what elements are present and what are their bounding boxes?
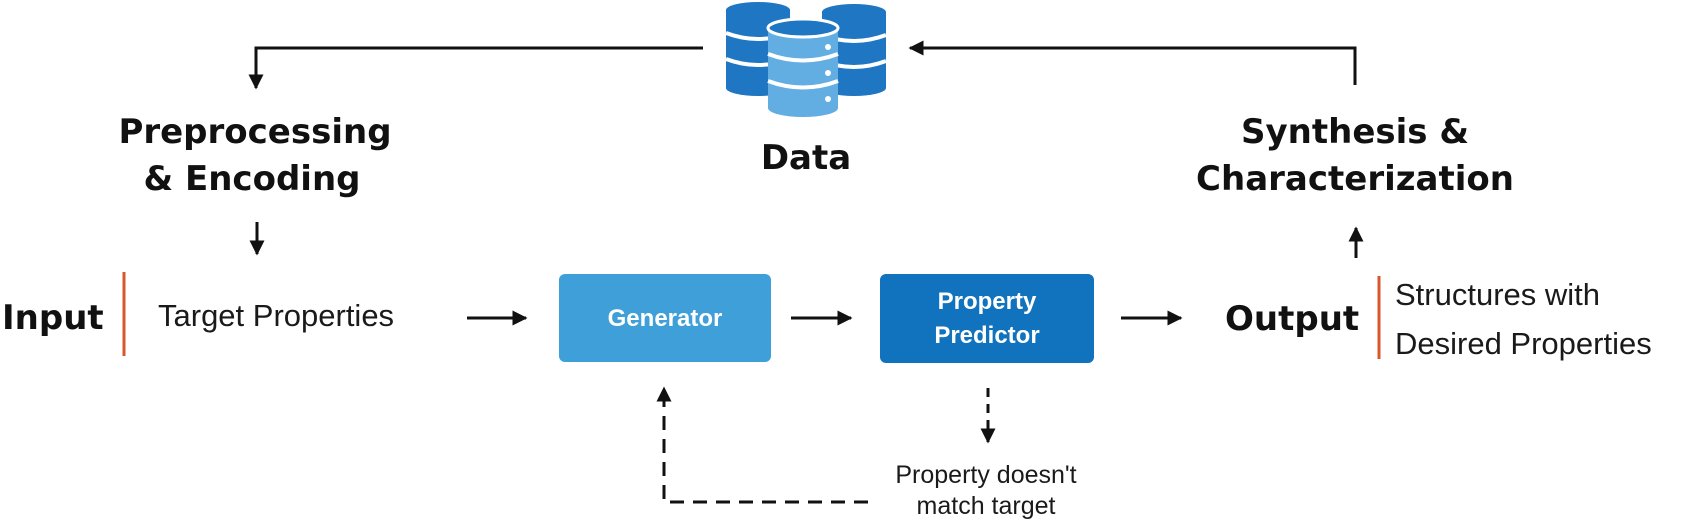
- arrow-data-to-preprocessing: [248, 46, 703, 90]
- synthesis-title-line1: Synthesis &: [1241, 112, 1469, 152]
- preprocessing-title-line2: & Encoding: [144, 159, 361, 199]
- generator-label: Generator: [608, 305, 723, 332]
- arrow-synthesis-to-data: [908, 40, 1357, 85]
- feedback-text-line2: match target: [917, 492, 1056, 520]
- generator-box: Generator: [559, 274, 771, 362]
- predictor-label-line1: Property: [938, 288, 1037, 315]
- output-label: Output: [1225, 299, 1359, 339]
- preprocessing-title-line1: Preprocessing: [118, 112, 391, 152]
- arrow-feedback-to-generator: [656, 386, 868, 504]
- database-cylinder-front: [766, 17, 840, 117]
- data-label: Data: [761, 138, 851, 178]
- property-predictor-box: Property Predictor: [880, 274, 1094, 363]
- input-label: Input: [2, 298, 104, 338]
- predictor-label-line2: Predictor: [934, 322, 1039, 349]
- database-icon: [725, 2, 887, 117]
- synthesis-title-line2: Characterization: [1196, 159, 1514, 199]
- output-text-line2: Desired Properties: [1395, 326, 1652, 361]
- feedback-text-line1: Property doesn't: [895, 461, 1076, 489]
- target-properties-text: Target Properties: [158, 298, 394, 333]
- output-text-line1: Structures with: [1395, 277, 1600, 312]
